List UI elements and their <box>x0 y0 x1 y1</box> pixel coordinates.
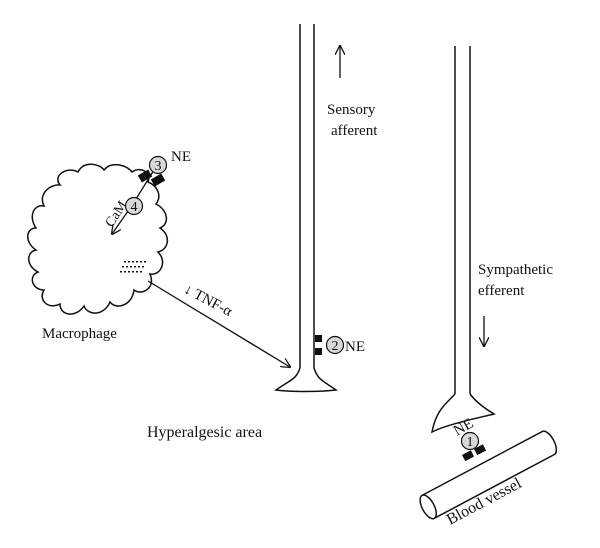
macrophage-label: Macrophage <box>42 326 117 342</box>
tnf-arrow <box>147 280 290 367</box>
sympathetic-label-line1: Sympathetic <box>478 262 553 278</box>
sympathetic-label-line2: efferent <box>478 283 525 299</box>
marker-3: 3 <box>148 155 168 175</box>
sympathetic-efferent-fiber <box>430 46 496 434</box>
marker-1: 1 <box>460 431 480 451</box>
ne-label-macrophage: NE <box>171 149 191 165</box>
vessel-receptor <box>462 444 487 462</box>
sensory-receptor <box>315 335 322 355</box>
sensory-label-line2: afferent <box>331 123 378 139</box>
sensory-afferent-fiber <box>274 24 338 393</box>
blood-vessel-label: Blood vessel <box>444 475 525 529</box>
marker-2: 2 <box>325 335 345 355</box>
blood-vessel <box>419 430 558 520</box>
marker-4: 4 <box>124 196 144 216</box>
tnf-label: ↓ TNF-α <box>181 281 235 320</box>
marker-1-number: 1 <box>467 435 474 450</box>
macrophage-receptor <box>135 169 166 200</box>
intracellular-dots <box>120 261 146 273</box>
ne-label-sensory: NE <box>345 339 365 355</box>
marker-3-number: 3 <box>155 159 162 174</box>
sensory-label-line1: Sensory <box>327 102 376 118</box>
macrophage-cell <box>27 163 169 315</box>
hyperalgesic-area-label: Hyperalgesic area <box>147 424 262 441</box>
marker-4-number: 4 <box>131 200 138 215</box>
marker-2-number: 2 <box>332 339 339 354</box>
